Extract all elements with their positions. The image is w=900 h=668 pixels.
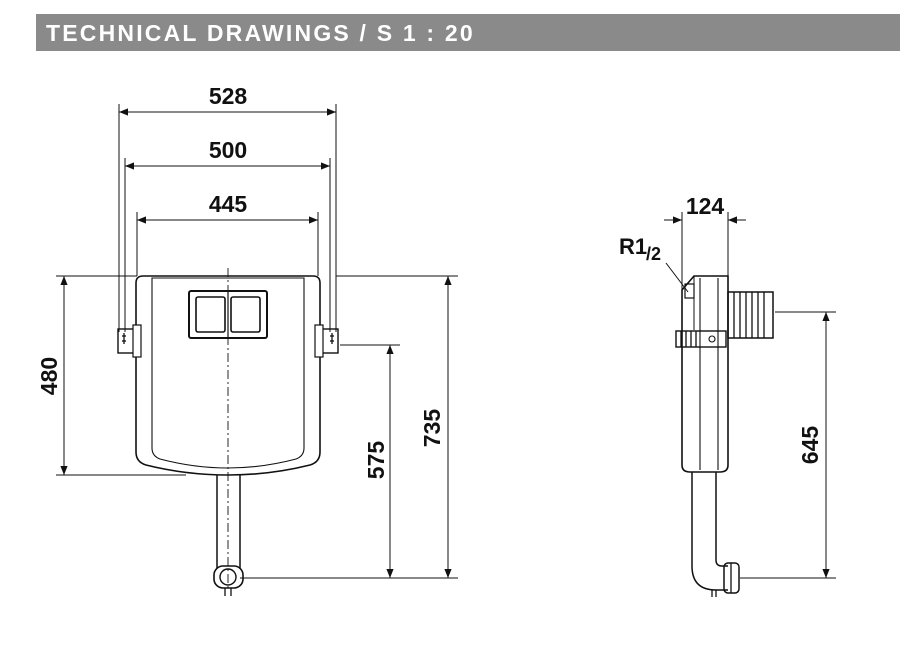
dim-735: 735 [419, 409, 445, 448]
dimension-lines [60, 108, 452, 578]
side-clamp [675, 330, 727, 348]
dim-500: 500 [209, 137, 247, 163]
dim-480: 480 [36, 357, 62, 395]
left-bracket [117, 324, 142, 358]
extension-lines [56, 104, 458, 579]
dim-528: 528 [209, 83, 248, 109]
page-title: TECHNICAL DRAWINGS / S 1 : 20 [46, 20, 475, 46]
thread-label-main: R1 [619, 234, 647, 259]
right-bracket [314, 324, 339, 358]
side-dimension-lines [664, 216, 830, 578]
dim-445: 445 [209, 191, 248, 217]
dim-645: 645 [797, 426, 823, 465]
front-view [56, 104, 458, 596]
side-extension-lines [681, 212, 836, 579]
side-view [664, 212, 836, 597]
dim-124: 124 [686, 193, 725, 219]
dim-575: 575 [363, 441, 389, 480]
header-bar: TECHNICAL DRAWINGS / S 1 : 20 [36, 14, 900, 51]
thread-label-fraction: /2 [646, 244, 661, 264]
side-flush-pipe [691, 472, 740, 597]
side-body [681, 275, 729, 473]
flush-pipe [213, 475, 244, 596]
thread-connector [727, 291, 774, 339]
